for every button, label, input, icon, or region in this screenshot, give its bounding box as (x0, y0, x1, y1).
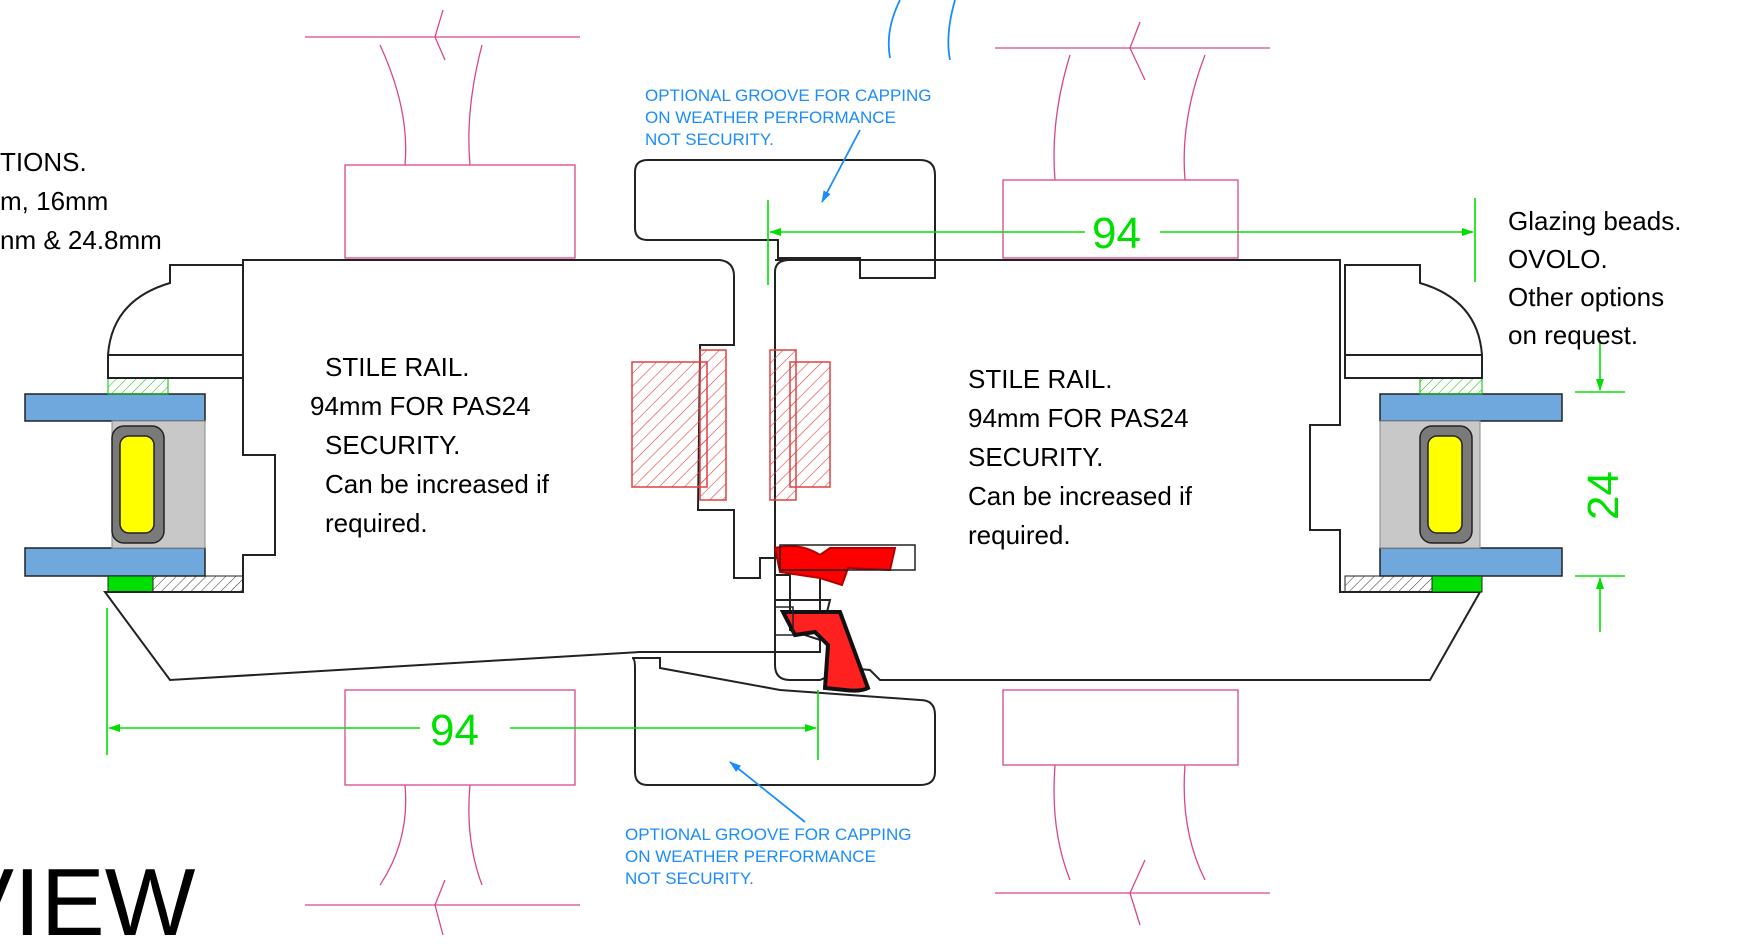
top-capping-profile (634, 159, 936, 279)
right-stile-line-5: required. (968, 520, 1071, 550)
left-gasket (119, 435, 155, 534)
right-glass-pane-bottom (1379, 547, 1563, 577)
left-glazing-bead (107, 264, 244, 379)
left-glass-pane-top (24, 393, 206, 422)
left-stile-rail (103, 259, 821, 682)
black-red-seal (779, 610, 871, 693)
glazing-beads-line-4: on request. (1508, 320, 1638, 350)
bottom-groove-callout: OPTIONAL GROOVE FOR CAPPING ON WEATHER P… (625, 825, 912, 888)
glazing-options-note: TIONS. m, 16mm nm & 24.8mm (0, 147, 162, 255)
left-stile-line-4: Can be increased if (325, 469, 550, 499)
right-glass-pane-top (1379, 393, 1563, 422)
glazing-options-line-2: m, 16mm (0, 186, 108, 216)
left-glass-pane-bottom (24, 547, 206, 577)
right-stile-note: STILE RAIL. 94mm FOR PAS24 SECURITY. Can… (968, 364, 1193, 550)
left-stile-line-1: STILE RAIL. (325, 352, 470, 382)
right-stile-line-1: STILE RAIL. (968, 364, 1113, 394)
right-stile-line-3: SECURITY. (968, 442, 1103, 472)
glazing-beads-note: Glazing beads. OVOLO. Other options on r… (1508, 206, 1681, 350)
dimension-top-width: 94 (1092, 209, 1141, 258)
left-stile-line-3: SECURITY. (325, 430, 460, 460)
dimension-lines (106, 198, 1625, 760)
right-glazing-unit (1344, 264, 1563, 593)
hidden-adjacent-sections (305, 9, 1270, 936)
left-glazing-unit (24, 264, 244, 593)
top-groove-line-3: NOT SECURITY. (645, 130, 774, 149)
bottom-capping-profile (631, 657, 936, 786)
glazing-options-line-3: nm & 24.8mm (0, 225, 162, 255)
bottom-groove-line-1: OPTIONAL GROOVE FOR CAPPING (625, 825, 912, 844)
view-label: VIEW (0, 849, 196, 944)
dimension-glass-thickness: 24 (1579, 471, 1628, 520)
glazing-beads-line-2: OVOLO. (1508, 244, 1608, 274)
red-weatherseal (773, 545, 897, 587)
top-groove-callout: OPTIONAL GROOVE FOR CAPPING ON WEATHER P… (645, 86, 932, 149)
left-stile-note: STILE RAIL. 94mm FOR PAS24 SECURITY. Can… (310, 352, 550, 538)
glazing-beads-line-3: Other options (1508, 282, 1664, 312)
right-stile-rail (774, 259, 1482, 681)
top-groove-line-2: ON WEATHER PERFORMANCE (645, 108, 896, 127)
right-stile-line-4: Can be increased if (968, 481, 1193, 511)
glazing-options-line-1: TIONS. (0, 147, 87, 177)
left-hinge-block (631, 361, 708, 488)
top-groove-line-1: OPTIONAL GROOVE FOR CAPPING (645, 86, 932, 105)
left-stile-line-2: 94mm FOR PAS24 (310, 391, 531, 421)
callout-leaders (729, 0, 956, 823)
right-glazing-bead (1344, 264, 1483, 379)
dimension-bottom-width: 94 (430, 706, 479, 755)
bottom-groove-line-2: ON WEATHER PERFORMANCE (625, 847, 876, 866)
bottom-groove-line-3: NOT SECURITY. (625, 869, 754, 888)
right-stile-line-2: 94mm FOR PAS24 (968, 403, 1189, 433)
left-stile-line-5: required. (325, 508, 428, 538)
glazing-beads-line-1: Glazing beads. (1508, 206, 1681, 236)
right-gasket (1427, 435, 1463, 534)
